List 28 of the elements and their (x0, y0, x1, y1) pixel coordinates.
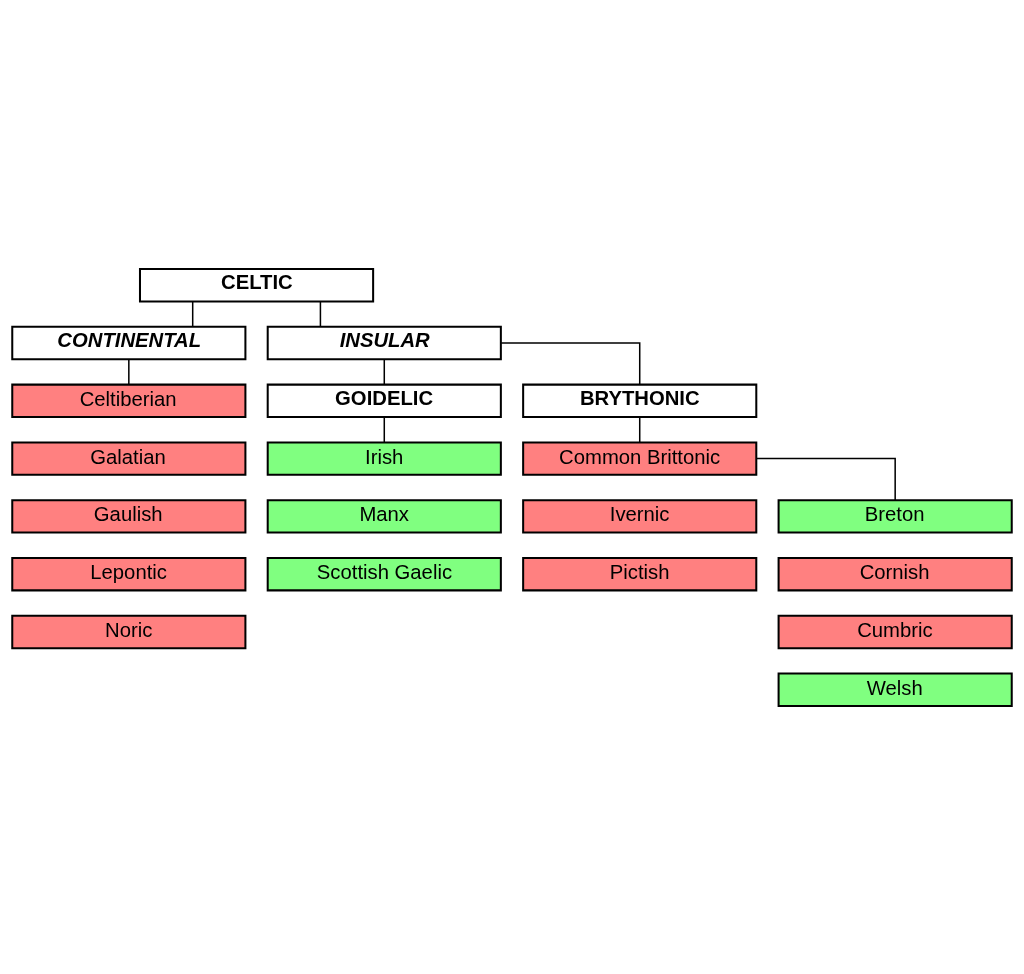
node-box: Cornish (777, 556, 1013, 591)
connector (383, 358, 386, 385)
connector (500, 341, 641, 385)
node-box: INSULAR (266, 325, 502, 360)
node-box: Breton (777, 498, 1013, 534)
node-box: CONTINENTAL (11, 325, 247, 360)
connector (128, 358, 130, 385)
connector (383, 415, 386, 443)
node-box: Lepontic (11, 556, 247, 591)
node-box: GOIDELIC (266, 383, 502, 418)
node-box: Noric (11, 614, 247, 649)
node-box: Welsh (777, 672, 1013, 707)
node-box: Scottish Gaelic (266, 556, 502, 591)
connector (638, 415, 641, 443)
node-box: Celtiberian (11, 383, 247, 418)
connector (755, 457, 896, 501)
node-box: Galatian (11, 440, 247, 476)
node-box: Pictish (522, 556, 758, 591)
node-box: BRYTHONIC (522, 383, 758, 418)
node-box: Irish (266, 440, 502, 476)
node-box: Cumbric (777, 614, 1013, 649)
node-box: Gaulish (11, 498, 247, 534)
node-box: Manx (266, 498, 502, 534)
node-box: Ivernic (522, 498, 758, 534)
node-box: Common Brittonic (522, 440, 758, 476)
connector (319, 300, 322, 328)
node-box: CELTIC (138, 267, 375, 302)
connector (191, 300, 194, 328)
